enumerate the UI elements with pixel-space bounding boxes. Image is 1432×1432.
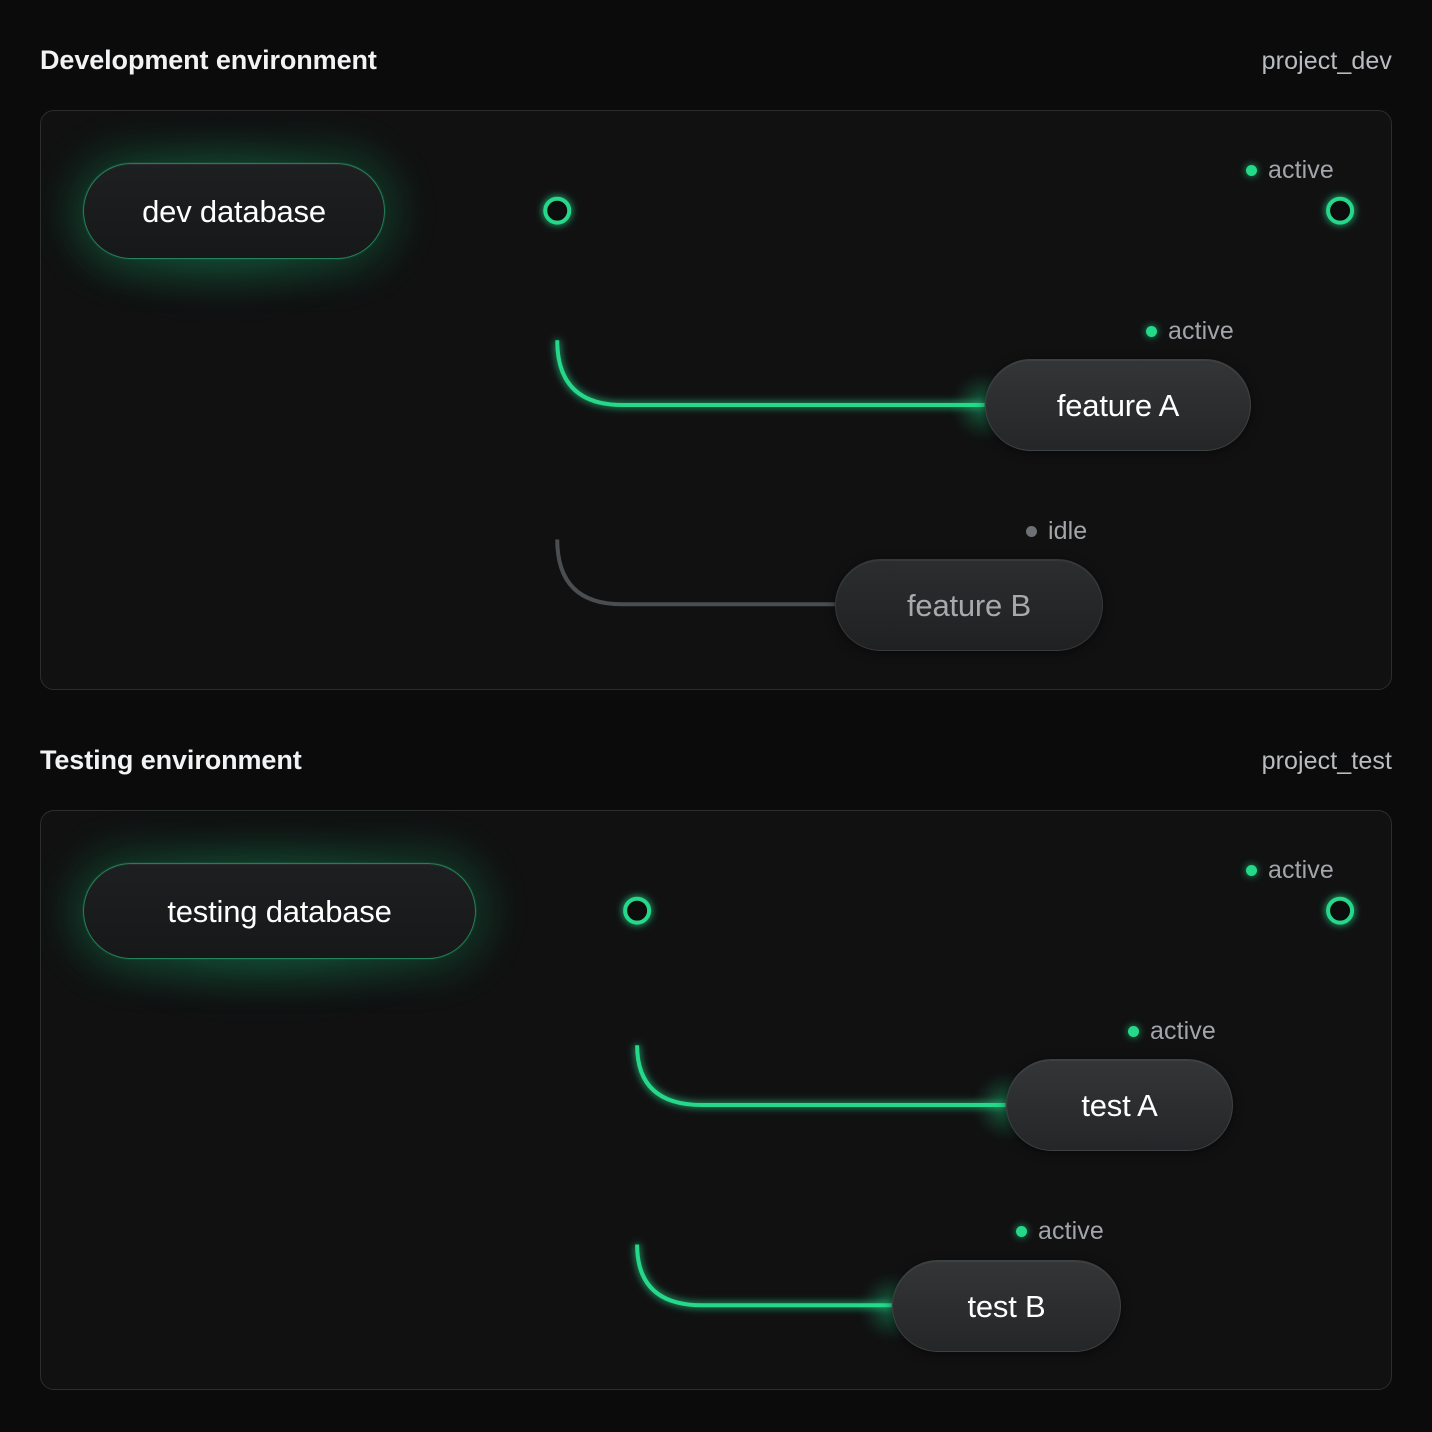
- status-dot-icon: [1246, 865, 1257, 876]
- status-dot-icon: [1016, 1226, 1027, 1237]
- endpoint-node[interactable]: [1326, 896, 1355, 925]
- node-label: test B: [967, 1288, 1046, 1324]
- panel-testing: testing database active test A active te…: [40, 810, 1392, 1390]
- panel-development: dev database active feature A active fea…: [40, 110, 1392, 690]
- node-label: dev database: [142, 193, 326, 229]
- node-test-b[interactable]: test B: [892, 1260, 1121, 1352]
- node-feature-b[interactable]: feature B: [835, 559, 1103, 651]
- node-label: testing database: [167, 893, 392, 929]
- page-title-testing: Testing environment: [40, 745, 302, 775]
- status-dot-icon: [1246, 165, 1257, 176]
- node-testing-database[interactable]: testing database: [83, 863, 476, 959]
- status-label: active: [1168, 317, 1234, 345]
- status-feature-a: active: [1146, 317, 1234, 346]
- status-dot-icon: [1026, 526, 1037, 537]
- status-test-a: active: [1128, 1017, 1216, 1046]
- status-label: active: [1268, 856, 1334, 884]
- section-header-development: Development environment project_dev: [40, 45, 1392, 76]
- wire-to-test-a: [635, 1045, 1006, 1107]
- node-label: feature A: [1056, 387, 1180, 423]
- status-label: active: [1150, 1017, 1216, 1045]
- status-label: idle: [1048, 517, 1088, 545]
- endpoint-node[interactable]: [1326, 196, 1355, 225]
- project-name-testing: project_test: [1261, 747, 1392, 775]
- status-dot-icon: [1146, 326, 1157, 337]
- status-label: active: [1038, 1217, 1104, 1245]
- section-header-testing: Testing environment project_test: [40, 745, 1392, 776]
- status-dot-icon: [1128, 1026, 1139, 1037]
- project-name-development: project_dev: [1261, 47, 1392, 75]
- status-endpoint-development: active: [1246, 156, 1334, 185]
- node-test-a[interactable]: test A: [1006, 1059, 1233, 1151]
- status-label: active: [1268, 156, 1334, 184]
- wire-to-feature-b: [555, 539, 835, 607]
- page-title-development: Development environment: [40, 45, 377, 75]
- wire-to-test-b: [635, 1244, 892, 1308]
- status-test-b: active: [1016, 1217, 1104, 1246]
- node-label: feature B: [906, 587, 1031, 623]
- status-endpoint-testing: active: [1246, 856, 1334, 885]
- node-dev-database[interactable]: dev database: [83, 163, 385, 259]
- node-label: test A: [1081, 1087, 1158, 1123]
- junction-node[interactable]: [623, 896, 652, 925]
- wire-to-feature-a: [555, 340, 985, 407]
- node-feature-a[interactable]: feature A: [985, 359, 1251, 451]
- status-feature-b: idle: [1026, 517, 1087, 546]
- junction-node[interactable]: [543, 196, 572, 225]
